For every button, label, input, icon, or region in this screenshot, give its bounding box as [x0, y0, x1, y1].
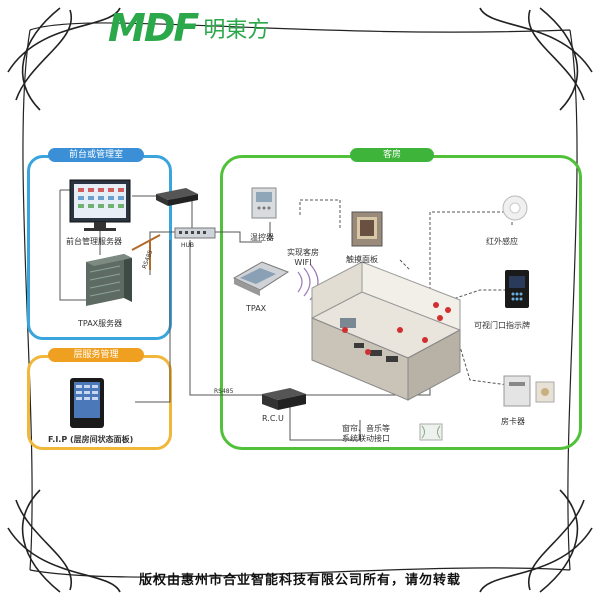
rcu-device	[262, 388, 306, 410]
tpax-server-label: TPAX服务器	[78, 319, 123, 328]
brand-logo: MDF 明東方	[108, 6, 269, 50]
touch-panel-device	[351, 211, 383, 247]
door-sign-label: 可视门口指示牌	[474, 321, 530, 330]
tpax-server-box	[86, 254, 132, 306]
logo-mdf-text: MDF	[108, 6, 199, 50]
card-switch-label: 房卡器	[501, 417, 525, 426]
thermostat-device	[251, 187, 277, 219]
curtain-label: 窗帘、音乐等 系统联动接口	[342, 424, 390, 443]
floor-service-tab: 层服务管理	[48, 348, 144, 362]
front-server-monitor	[69, 179, 131, 231]
fip-panel-device	[70, 378, 104, 428]
tpax-phone-device	[232, 261, 290, 296]
front-server-label: 前台管理服务器	[66, 237, 122, 246]
front-desk-tab: 前台或管理室	[48, 148, 144, 162]
door-sign-device	[505, 270, 529, 308]
guest-room-tab: 客房	[350, 148, 434, 162]
hub-switch	[174, 227, 216, 239]
logo-chinese-text: 明東方	[203, 18, 270, 43]
card-switch-device	[503, 375, 555, 407]
thermostat-label: 温控器	[250, 233, 274, 242]
curtain-interface-icon	[419, 423, 443, 441]
touch-panel-label: 触摸面板	[346, 255, 378, 264]
router-device	[156, 188, 198, 206]
ir-sensor-device	[502, 195, 528, 221]
copyright-footer: 版权由惠州市合业智能科技有限公司所有，请勿转载	[138, 573, 461, 588]
room-model-illustration	[310, 261, 462, 401]
ir-sensor-label: 红外感应	[486, 237, 518, 246]
rs485-label-b: RS485	[214, 388, 234, 395]
fip-label: F.I.P (层房间状态面板)	[48, 435, 134, 444]
rcu-label: R.C.U	[262, 414, 284, 423]
hub-label: HUB	[181, 242, 195, 249]
tpax-label: TPAX	[246, 304, 267, 313]
wifi-label: 实现客房 WIFI	[287, 248, 319, 267]
